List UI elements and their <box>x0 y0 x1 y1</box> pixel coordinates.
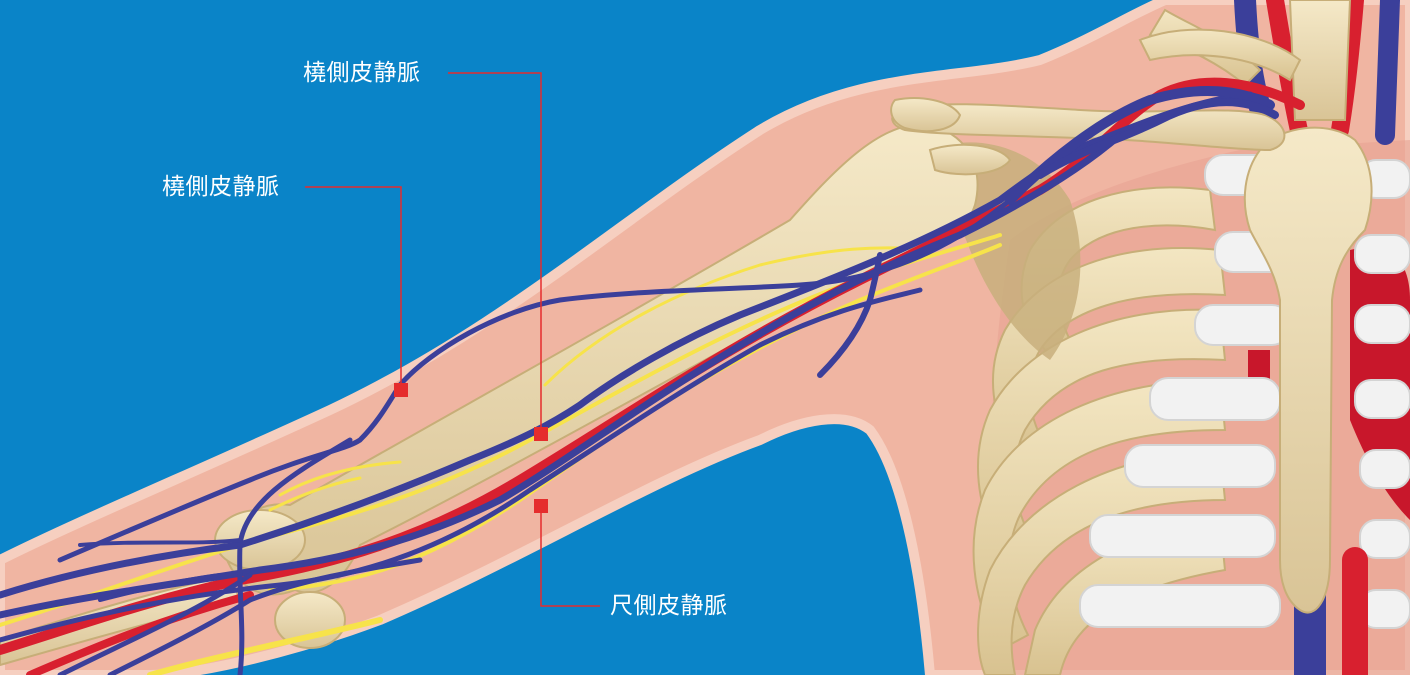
label-upper-cephalic-vein: 橈側皮静脈 <box>303 62 421 85</box>
cartilage-r6 <box>1360 520 1410 558</box>
cartilage-r2 <box>1355 235 1410 273</box>
cartilage-r3 <box>1355 305 1410 343</box>
cartilage-3 <box>1195 305 1290 345</box>
marker-basilic <box>534 499 548 513</box>
cartilage-7 <box>1080 585 1280 627</box>
label-basilic-vein: 尺側皮静脈 <box>610 595 728 618</box>
vessel-right-vein <box>1385 0 1390 135</box>
label-lower-cephalic-vein: 橈側皮静脈 <box>162 176 280 199</box>
heart-notch <box>1248 350 1270 380</box>
cartilage-r5 <box>1360 450 1410 488</box>
marker-upper-cephalic <box>534 427 548 441</box>
cartilage-6 <box>1090 515 1275 557</box>
cartilage-5 <box>1125 445 1275 487</box>
cartilage-r4 <box>1355 380 1410 418</box>
marker-lower-cephalic <box>394 383 408 397</box>
cartilage-4 <box>1150 378 1280 420</box>
